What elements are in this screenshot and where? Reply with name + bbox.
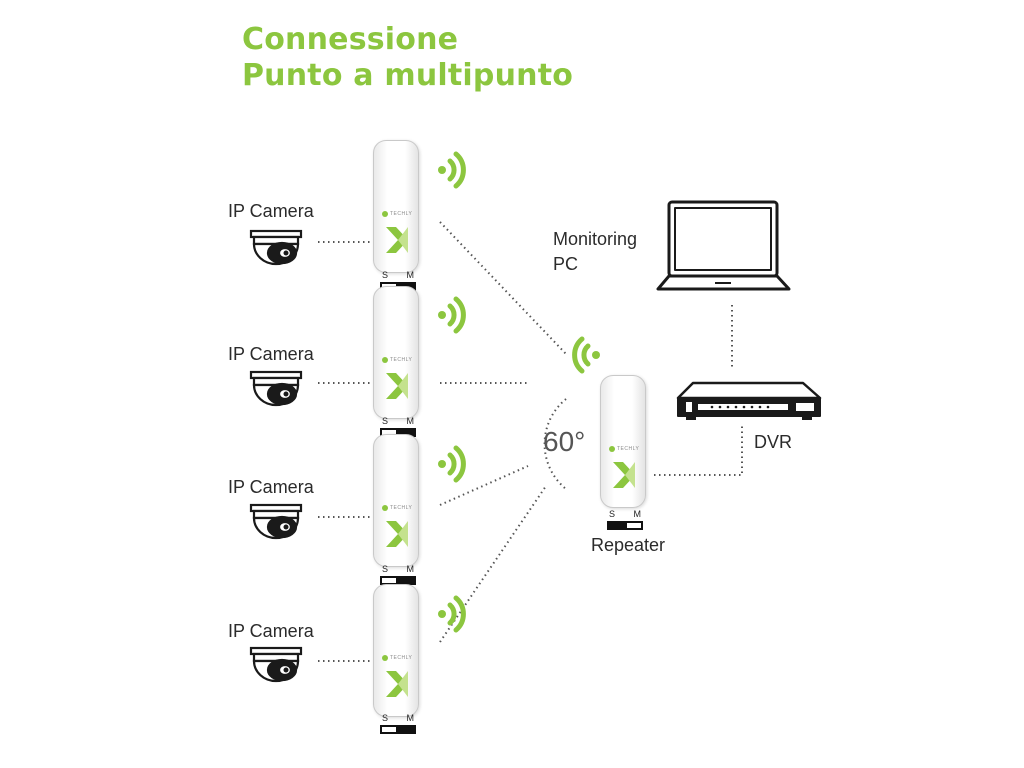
angle-label: 60° bbox=[543, 426, 586, 457]
techly-k-icon bbox=[386, 521, 408, 547]
wifi-icon-1 bbox=[438, 151, 466, 189]
access-point-device-3: TECHLY bbox=[373, 434, 419, 567]
camera-label-3: IP Camera bbox=[228, 477, 314, 497]
repeater-label: Repeater bbox=[591, 535, 666, 555]
techly-k-icon bbox=[386, 227, 408, 253]
wifi-icon-repeater bbox=[572, 336, 600, 374]
dvr-label: DVR bbox=[754, 432, 793, 452]
dome-camera-icon-2 bbox=[249, 370, 303, 407]
wireless-link-line-1 bbox=[439, 221, 568, 356]
wireless-link-line-4 bbox=[439, 485, 547, 643]
repeater-dvr-line bbox=[654, 424, 743, 476]
camera-label-4: IP Camera bbox=[228, 621, 314, 641]
techly-logo: TECHLY bbox=[609, 446, 639, 452]
dvr-icon bbox=[676, 381, 822, 420]
camera-label-2: IP Camera bbox=[228, 344, 314, 364]
laptop-icon bbox=[656, 200, 791, 291]
techly-logo: TECHLY bbox=[382, 655, 412, 661]
diagram-title: Connessione Punto a multipunto bbox=[242, 22, 573, 94]
access-point-device-2: TECHLY bbox=[373, 286, 419, 419]
wireless-link-line-3 bbox=[439, 465, 529, 506]
techly-k-icon bbox=[386, 373, 408, 399]
techly-logo: TECHLY bbox=[382, 357, 412, 363]
monitoring-label-line-2: PC bbox=[553, 254, 579, 274]
wifi-icon-group bbox=[438, 151, 600, 633]
repeater-device: TECHLY bbox=[600, 375, 646, 508]
dome-camera-icon-3 bbox=[249, 503, 303, 540]
techly-k-icon bbox=[386, 671, 408, 697]
angle-arc bbox=[543, 398, 567, 490]
techly-logo: TECHLY bbox=[382, 211, 412, 217]
techly-k-icon bbox=[613, 462, 635, 488]
wifi-icon-2 bbox=[438, 296, 466, 334]
dome-camera-icon-1 bbox=[249, 229, 303, 266]
monitoring-label-line-1: Monitoring bbox=[553, 229, 638, 249]
title-line-2: Punto a multipunto bbox=[242, 58, 574, 93]
access-point-device-4: TECHLY bbox=[373, 584, 419, 717]
wifi-icon-4 bbox=[438, 595, 466, 633]
wifi-icon-3 bbox=[438, 445, 466, 483]
dome-camera-icon-4 bbox=[249, 646, 303, 683]
title-line-1: Connessione bbox=[242, 22, 459, 57]
camera-label-1: IP Camera bbox=[228, 201, 314, 221]
access-point-device-1: TECHLY bbox=[373, 140, 419, 273]
techly-logo: TECHLY bbox=[382, 505, 412, 511]
